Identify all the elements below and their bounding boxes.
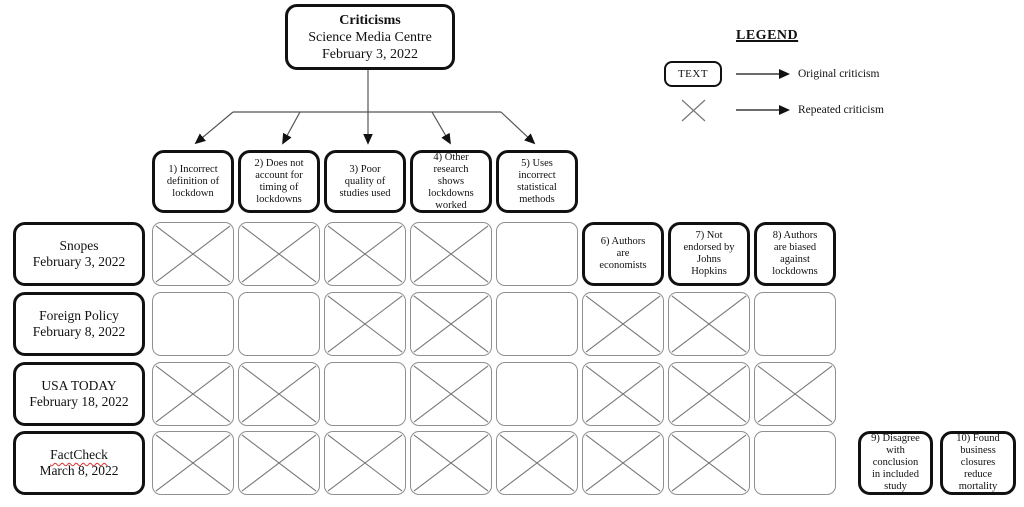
repeated-criticism-cell <box>668 292 750 356</box>
criticism-box: 8) Authors are biased against lockdowns <box>754 222 836 286</box>
repeated-criticism-cell <box>238 362 320 426</box>
repeated-criticism-cell <box>754 362 836 426</box>
x-mark-icon <box>671 365 747 423</box>
x-mark-icon <box>585 365 661 423</box>
empty-cell <box>496 222 578 286</box>
source-date: February 8, 2022 <box>32 324 126 339</box>
source-date: February 3, 2022 <box>32 254 126 269</box>
x-mark-icon <box>413 365 489 423</box>
criticism-box: 4) Other research shows lockdowns worked <box>410 150 492 213</box>
repeated-criticism-cell <box>410 362 492 426</box>
criticism-label: 1) Incorrect definition of lockdown <box>166 163 220 199</box>
repeated-criticism-cell <box>410 222 492 286</box>
criticism-box: 9) Disagree with conclusion in included … <box>858 431 933 495</box>
repeated-criticism-cell <box>152 222 234 286</box>
x-mark-icon <box>327 295 403 353</box>
repeated-criticism-cell <box>238 222 320 286</box>
x-mark-icon <box>585 434 661 492</box>
x-mark-icon <box>155 225 231 283</box>
repeated-criticism-cell <box>238 431 320 495</box>
x-mark-icon <box>671 434 747 492</box>
repeated-criticism-cell <box>324 292 406 356</box>
legend-x-mark-icon <box>681 99 706 122</box>
repeated-criticism-cell <box>410 431 492 495</box>
criticism-label: 2) Does not account for timing of lockdo… <box>254 157 304 205</box>
legend-text-box-label: TEXT <box>677 68 709 80</box>
x-mark-icon <box>757 365 833 423</box>
criticism-label: 3) Poor quality of studies used <box>339 163 391 199</box>
source-name: USA TODAY <box>41 378 117 393</box>
repeated-criticism-cell <box>410 292 492 356</box>
source-date: March 8, 2022 <box>39 463 119 478</box>
empty-cell <box>324 362 406 426</box>
root-date: February 3, 2022 <box>321 46 419 62</box>
empty-cell <box>238 292 320 356</box>
root-criticism-box: Criticisms Science Media Centre February… <box>285 4 455 70</box>
legend-arrow-icon <box>736 105 790 115</box>
legend-arrow-icon <box>736 69 790 79</box>
repeated-criticism-cell <box>668 362 750 426</box>
legend-repeated-label: Repeated criticism <box>798 104 884 116</box>
x-mark-icon <box>413 434 489 492</box>
repeated-criticism-cell <box>668 431 750 495</box>
criticism-label: 4) Other research shows lockdowns worked <box>428 151 474 211</box>
repeated-criticism-cell <box>152 362 234 426</box>
source-name: FactCheck <box>50 447 108 462</box>
criticism-label: 8) Authors are biased against lockdowns <box>772 230 818 277</box>
x-mark-icon <box>241 434 317 492</box>
repeated-criticism-cell <box>582 362 664 426</box>
x-mark-icon <box>413 295 489 353</box>
empty-cell <box>754 431 836 495</box>
criticism-label: 7) Not endorsed by Johns Hopkins <box>683 230 735 277</box>
empty-cell <box>496 362 578 426</box>
criticism-box: 10) Found business closures reduce morta… <box>940 431 1016 495</box>
criticism-label: 9) Disagree with conclusion in included … <box>871 433 920 492</box>
source-name: Foreign Policy <box>39 308 119 323</box>
x-mark-icon <box>241 225 317 283</box>
legend-text-box-symbol: TEXT <box>664 61 722 87</box>
x-mark-icon <box>585 295 661 353</box>
criticism-label: 10) Found business closures reduce morta… <box>956 433 1000 492</box>
repeated-criticism-cell <box>324 222 406 286</box>
criticism-box: 6) Authors are economists <box>582 222 664 286</box>
criticism-box: 5) Uses incorrect statistical methods <box>496 150 578 213</box>
criticism-box: 2) Does not account for timing of lockdo… <box>238 150 320 213</box>
x-mark-icon <box>671 295 747 353</box>
source-date: February 18, 2022 <box>29 394 129 409</box>
x-mark-icon <box>413 225 489 283</box>
x-mark-icon <box>241 365 317 423</box>
criticism-box: 3) Poor quality of studies used <box>324 150 406 213</box>
root-title: Criticisms <box>339 12 401 28</box>
source-name: Snopes <box>59 238 99 253</box>
empty-cell <box>152 292 234 356</box>
repeated-criticism-cell <box>152 431 234 495</box>
repeated-criticism-cell <box>324 431 406 495</box>
criticism-label: 5) Uses incorrect statistical methods <box>517 157 557 205</box>
x-mark-icon <box>155 365 231 423</box>
repeated-criticism-cell <box>582 292 664 356</box>
legend-title: LEGEND <box>736 28 799 43</box>
x-mark-icon <box>499 434 575 492</box>
criticism-box: 7) Not endorsed by Johns Hopkins <box>668 222 750 286</box>
root-subtitle: Science Media Centre <box>308 29 432 45</box>
x-mark-icon <box>327 434 403 492</box>
empty-cell <box>496 292 578 356</box>
criticism-label: 6) Authors are economists <box>599 236 647 271</box>
x-mark-icon <box>155 434 231 492</box>
repeated-criticism-cell <box>496 431 578 495</box>
empty-cell <box>754 292 836 356</box>
x-mark-icon <box>327 225 403 283</box>
criticism-box: 1) Incorrect definition of lockdown <box>152 150 234 213</box>
repeated-criticism-cell <box>582 431 664 495</box>
legend-original-label: Original criticism <box>798 68 880 80</box>
